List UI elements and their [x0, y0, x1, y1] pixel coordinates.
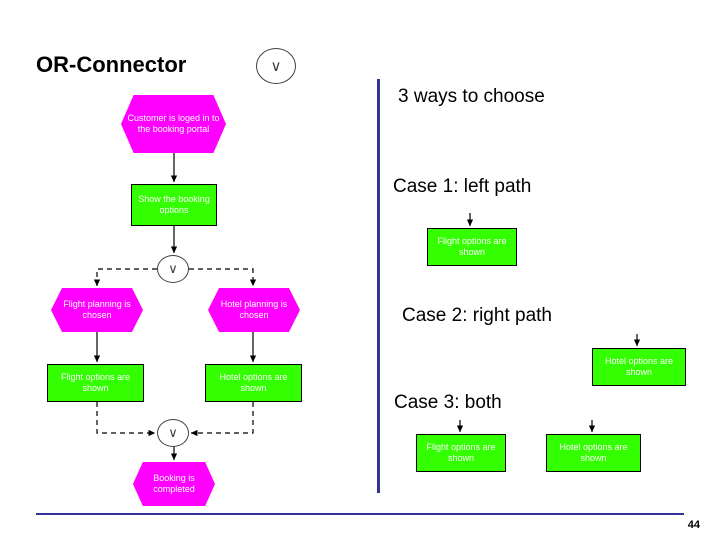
or-symbol-glyph: ∨	[270, 58, 282, 75]
or-symbol-glyph: ∨	[168, 425, 178, 440]
case-1-result-label: Flight options are shown	[437, 236, 507, 257]
or-connector-icon-join: ∨	[157, 419, 189, 447]
case-3-result-left-label: Flight options are shown	[426, 442, 496, 463]
flow-node-flight-options-shown[interactable]: Flight options are shown	[47, 364, 144, 402]
case-2-result-label: Hotel options are shown	[604, 356, 674, 377]
flow-node-show-booking-options[interactable]: Show the booking options	[131, 184, 217, 226]
case-2-result-hotel-options[interactable]: Hotel options are shown	[592, 348, 686, 386]
or-symbol-glyph: ∨	[168, 261, 178, 276]
flow-node-flightopt-label: Flight options are shown	[60, 372, 131, 393]
case-3-result-hotel-options[interactable]: Hotel options are shown	[546, 434, 641, 472]
case-1-result-flight-options[interactable]: Flight options are shown	[427, 228, 517, 266]
case-3-result-flight-options[interactable]: Flight options are shown	[416, 434, 506, 472]
vertical-divider	[377, 79, 380, 493]
page-title: OR-Connector	[36, 52, 187, 77]
flow-node-show-label: Show the booking options	[138, 194, 210, 215]
cases-heading: 3 ways to choose	[398, 86, 545, 107]
flow-node-hotelopt-label: Hotel options are shown	[219, 372, 288, 393]
or-connector-icon-split: ∨	[157, 255, 189, 283]
case-3-result-right-label: Hotel options are shown	[559, 442, 628, 463]
case-1-label: Case 1: left path	[393, 176, 532, 197]
footer-divider	[36, 513, 684, 515]
flow-node-hotel-options-shown[interactable]: Hotel options are shown	[205, 364, 302, 402]
case-2-label: Case 2: right path	[402, 305, 552, 326]
flow-node-customer-label: Customer is loged in to the booking port…	[127, 113, 220, 134]
flow-node-hotelplan-label: Hotel planning is chosen	[220, 299, 288, 320]
page-number: 44	[687, 519, 700, 531]
flow-node-flight-planning-chosen[interactable]: Flight planning is chosen	[51, 288, 143, 332]
flow-node-hotel-planning-chosen[interactable]: Hotel planning is chosen	[208, 288, 300, 332]
case-3-label: Case 3: both	[394, 392, 502, 413]
flow-node-booking-completed[interactable]: Booking is completed	[133, 462, 215, 506]
flow-node-customer[interactable]: Customer is loged in to the booking port…	[121, 95, 226, 153]
flow-node-flightplan-label: Flight planning is chosen	[63, 299, 131, 320]
or-connector-icon: ∨	[256, 48, 296, 84]
flow-node-booking-label: Booking is completed	[153, 473, 195, 494]
